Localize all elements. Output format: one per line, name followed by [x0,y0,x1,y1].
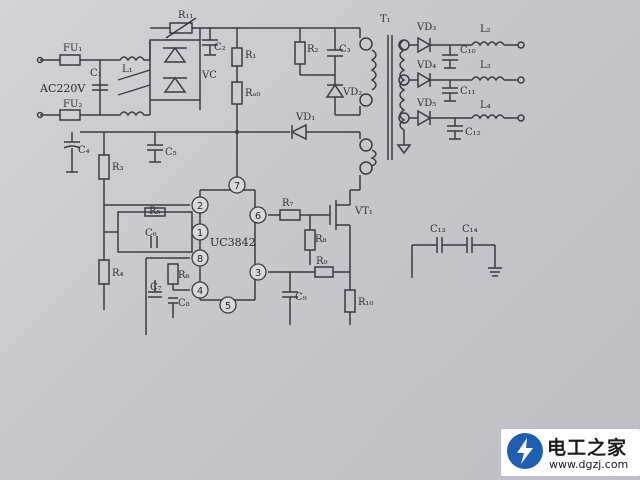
site-watermark-logo: 电工之家 www.dgzj.com [501,429,640,476]
label-c3: C₃ [339,44,351,55]
feedback-divider [98,132,190,310]
pin-label: 5 [225,301,231,312]
logo-name: 电工之家 [547,437,628,459]
logo-url: www.dgzj.com [549,458,629,471]
pin-label: 8 [197,254,203,265]
pin-label: 2 [197,201,203,212]
startup-resistors [231,28,243,180]
ic-pin-2: 2 [191,196,209,214]
pin-label: 4 [197,286,203,297]
ic-name-label: UC3842 [210,236,256,249]
pin-label: 1 [197,228,203,239]
ac-input-section [36,40,151,121]
pin-label: 3 [255,268,261,279]
pin-label: 7 [234,181,240,192]
pin-label: 6 [255,211,261,222]
label-c8: C₈ [178,298,190,309]
label-c4: C₄ [78,145,90,156]
label-c14: C₁₄ [462,224,478,235]
label-c12: C₁₂ [465,127,481,138]
thermistor-rt1 [150,17,300,56]
label-r7: R₇ [282,198,294,209]
lightning-bolt-icon [507,433,543,469]
ic-pin-7: 7 [228,176,246,194]
label-c7: C₇ [150,282,162,293]
label-ac220v: AC220V [39,82,86,95]
label-r6: R₆ [178,270,190,281]
label-l1: L₁ [122,64,133,75]
label-rd: Rₐ₀ [245,88,260,99]
aux-supply-bus [63,123,361,190]
transformer-t1 [359,28,412,175]
label-c1: C₁ [90,68,102,79]
label-r1: R₁ [245,50,257,61]
label-r10: R₁₀ [358,297,374,308]
label-t1: T₁ [380,14,391,25]
label-fu2: FU₂ [63,99,82,110]
secondary-output-1 [409,36,525,69]
ic-pin-3: 3 [249,263,267,281]
ic-pin-1: 1 [191,223,209,241]
secondary-output-3 [409,109,525,140]
label-vd3: VD₃ [416,22,436,33]
label-vc: VC [201,70,217,81]
label-r4: R₄ [112,268,124,279]
ic-pin-5: 5 [219,296,237,314]
label-vd4: VD₄ [416,60,436,71]
label-c5: C₅ [165,147,177,158]
ic-pin-6: 6 [249,206,267,224]
label-r8: R₈ [315,234,327,245]
mosfet-stage [268,189,360,325]
label-c13: C₁₃ [430,224,446,235]
label-r5: R₅ [149,206,161,217]
label-rt1: R₁₁ [178,10,194,21]
bridge-rectifier-vc [149,28,201,110]
label-vd5: VD₅ [416,98,436,109]
label-fu1: FU₁ [63,43,82,54]
y-capacitors [411,237,502,278]
label-vd1: VD₁ [295,112,315,123]
timing-network [145,257,190,335]
label-l2: L₂ [480,24,491,35]
label-l3: L₃ [480,60,491,71]
label-r2: R₂ [307,44,319,55]
label-r3: R₃ [112,162,124,173]
label-c9: C₉ [295,292,307,303]
label-r9: R₉ [316,256,328,267]
label-vd2: VD₂ [342,87,362,98]
fuse-fu2 [59,109,81,121]
label-c11: C₁₁ [460,86,476,97]
label-l4: L₄ [480,100,491,111]
label-c10: C₁₀ [460,45,476,56]
label-c6: C₆ [145,228,157,239]
ic-pin-4: 4 [191,281,209,299]
secondary-output-2 [409,71,525,102]
ic-pin-8: 8 [191,249,209,267]
label-vt1: VT₁ [354,206,373,217]
fuse-fu1 [59,54,81,66]
snubber-network [294,27,360,116]
label-c2: C₂ [214,42,226,53]
